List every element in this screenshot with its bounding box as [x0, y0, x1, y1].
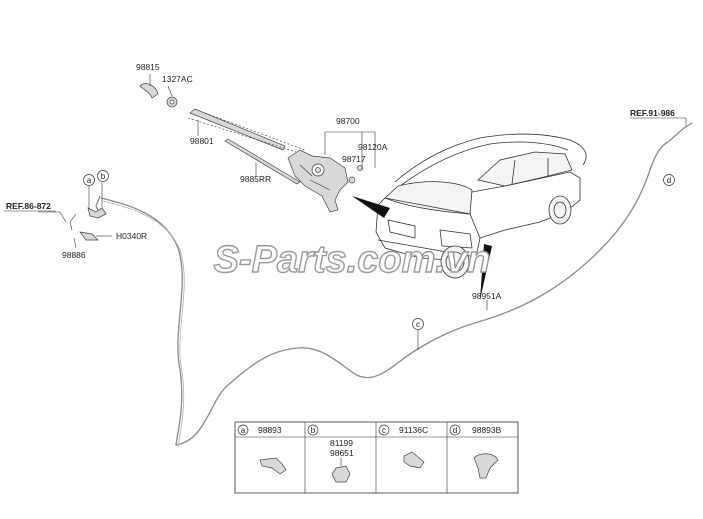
svg-text:d: d: [453, 426, 457, 435]
legend-cell-a: a 98893: [237, 424, 287, 475]
washer-hose: [95, 122, 693, 448]
ref-91-986: REF.91-986: [630, 108, 675, 118]
cap-98815: [139, 83, 159, 99]
legend-cell-c: c 91136C: [378, 424, 428, 469]
svg-text:c: c: [382, 426, 386, 435]
legend-part-98893: 98893: [258, 425, 282, 435]
watermark: S-Parts.com.vn: [214, 239, 491, 281]
label-1327AC: 1327AC: [162, 74, 193, 84]
legend-part-91136C: 91136C: [399, 425, 428, 435]
legend-cell-b: b 81199 98651: [307, 424, 354, 483]
label-98886: 98886: [62, 250, 86, 260]
callout-c: c: [412, 318, 424, 330]
wiper-motor-98700: [287, 131, 376, 213]
legend-part-81199: 81199: [330, 438, 353, 448]
svg-text:b: b: [101, 172, 106, 181]
label-H0340R: H0340R: [116, 231, 147, 241]
label-98700: 98700: [336, 116, 360, 126]
callout-a: a: [83, 174, 95, 186]
nut-1327AC: [166, 96, 178, 108]
svg-text:b: b: [311, 426, 316, 435]
vehicle-body: [352, 133, 587, 300]
svg-text:a: a: [87, 176, 92, 185]
leader-lines: [149, 74, 687, 350]
label-98120A: 98120A: [358, 142, 388, 152]
legend-part-98651: 98651: [330, 448, 354, 458]
label-98717: 98717: [342, 154, 366, 164]
svg-text:c: c: [416, 320, 420, 329]
grommet-area: [38, 182, 112, 249]
label-98951A: 98951A: [472, 291, 502, 301]
callout-d: d: [663, 174, 675, 186]
wiper-blade-9885RR: [224, 138, 301, 185]
label-98815: 98815: [136, 62, 160, 72]
legend-table: a 98893 b 81199 98651 c 91136C d 98893B: [234, 421, 519, 494]
svg-text:d: d: [667, 176, 671, 185]
wiper-arm-98801: [187, 108, 306, 153]
label-98801: 98801: [190, 136, 214, 146]
svg-text:a: a: [241, 426, 246, 435]
legend-cell-d: d 98893B: [449, 424, 502, 479]
legend-part-98893B: 98893B: [472, 425, 502, 435]
label-9885RR: 9885RR: [240, 174, 271, 184]
callout-b: b: [97, 170, 109, 182]
ref-86-872: REF.86-872: [6, 201, 51, 211]
